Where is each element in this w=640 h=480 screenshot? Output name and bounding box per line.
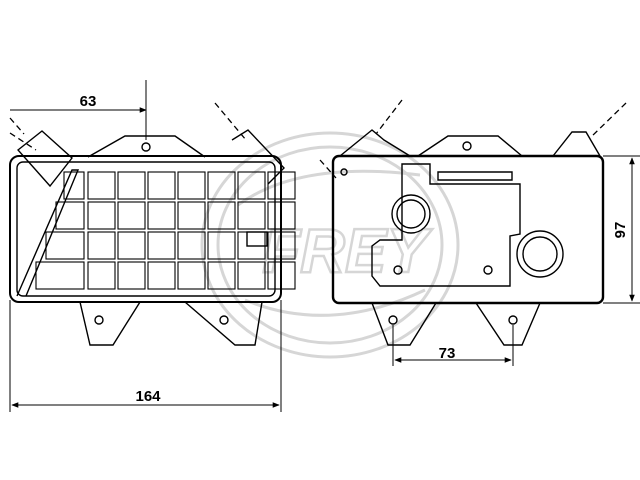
- fin-cell: [87, 231, 116, 260]
- fin-cell: [87, 201, 116, 230]
- fin-cell: [207, 171, 236, 200]
- right-leader-marks: [319, 99, 627, 179]
- right-bottom-bracket-2: [475, 302, 541, 346]
- fin-cell: [117, 201, 146, 230]
- leader-line-4: [319, 159, 337, 179]
- right-bottom-hole-2: [508, 315, 518, 325]
- fin-cell-partial: [55, 201, 85, 230]
- fin-cell: [87, 171, 116, 200]
- left-bottom-hole-1: [94, 315, 104, 325]
- fin-cell: [267, 261, 296, 290]
- fin-cell: [267, 171, 296, 200]
- fin-cell: [177, 201, 206, 230]
- right-body-outline: [331, 154, 605, 305]
- fin-cell: [117, 231, 146, 260]
- fin-cell: [237, 231, 266, 260]
- fin-cell: [267, 231, 296, 260]
- fin-cell: [267, 201, 296, 230]
- fin-cell: [147, 201, 176, 230]
- left-bottom-hole-2: [219, 315, 229, 325]
- left-tilted-tab: [16, 130, 73, 188]
- fin-cell: [207, 231, 236, 260]
- fin-cell: [147, 171, 176, 200]
- watermark-ring-inner: [216, 145, 444, 345]
- fin-cell: [117, 261, 146, 290]
- dimensions: [9, 80, 640, 412]
- fin-cell: [237, 261, 266, 290]
- fin-cell: [207, 261, 236, 290]
- dim-97-label: 97: [612, 222, 629, 239]
- left-view: [9, 129, 285, 346]
- fin-cell: [147, 231, 176, 260]
- fin-cell: [147, 261, 176, 290]
- leader-line-6: [589, 102, 627, 139]
- fin-cell-partial: [35, 261, 85, 290]
- dim-63-label: 63: [80, 93, 97, 110]
- left-leader-marks: [9, 102, 247, 151]
- fin-cell-partial: [45, 231, 85, 260]
- right-bottom-hole-1: [388, 315, 398, 325]
- leader-line-5: [375, 99, 403, 135]
- fin-cell: [237, 201, 266, 230]
- dim-73-label: 73: [439, 345, 456, 362]
- right-port-1-outer: [391, 194, 431, 234]
- right-plate-rib: [437, 171, 513, 181]
- dimension-labels: 63 164 73 97: [80, 93, 629, 405]
- right-port-2-outer: [516, 230, 564, 278]
- right-top-bracket-hole: [462, 141, 472, 151]
- watermark-swoosh-bottom: [244, 288, 426, 317]
- right-top-tab-left: [339, 129, 411, 157]
- watermark-swoosh-top: [237, 169, 421, 207]
- watermark: FREY: [200, 131, 460, 359]
- fin-cell: [87, 261, 116, 290]
- right-center-plate: [371, 163, 521, 287]
- left-bottom-bracket-1: [79, 301, 141, 346]
- leader-line-1: [214, 102, 247, 141]
- fin-cell: [177, 171, 206, 200]
- leader-line-3: [9, 132, 37, 151]
- right-view: [331, 129, 605, 346]
- right-top-bracket: [417, 135, 523, 157]
- fin-cell-partial: [63, 171, 85, 200]
- left-fin-grid: [35, 171, 296, 290]
- right-plate-hole-1: [393, 265, 403, 275]
- right-port-1-inner: [396, 199, 426, 229]
- right-top-tab-right: [552, 131, 601, 157]
- right-port-2-inner: [522, 236, 558, 272]
- left-slant-panel: [16, 169, 80, 297]
- fin-cell: [177, 231, 206, 260]
- fin-cell: [207, 201, 236, 230]
- fin-cell: [117, 171, 146, 200]
- left-top-bracket-hole: [141, 142, 151, 152]
- watermark-ring-outer: [200, 131, 460, 359]
- dim-164-label: 164: [135, 388, 161, 405]
- left-right-bracket: [231, 129, 285, 185]
- right-plate-hole-2: [483, 265, 493, 275]
- leader-line-2: [9, 117, 25, 135]
- fin-cell: [237, 171, 266, 200]
- left-bottom-bracket-2: [184, 301, 263, 346]
- right-corner-hole: [340, 168, 348, 176]
- left-top-bracket: [87, 135, 206, 158]
- fin-cell: [177, 261, 206, 290]
- right-bottom-bracket-1: [371, 302, 437, 346]
